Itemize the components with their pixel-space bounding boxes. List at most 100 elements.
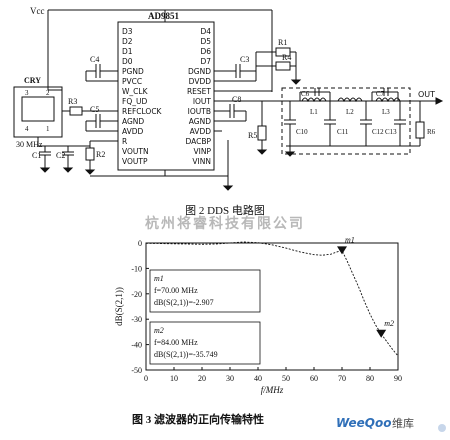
marker-box-1-line-2: f=70.00 MHz <box>154 286 198 295</box>
crystal-oscillator <box>13 86 63 138</box>
x-tick-label: 40 <box>254 374 262 383</box>
vcc-label: Vcc <box>30 6 45 16</box>
fig2-caption: 图 2 DDS 电路图 <box>185 204 265 217</box>
pin-left-0: D3 <box>122 27 133 36</box>
x-tick-label: 30 <box>226 374 234 383</box>
x-tick-label: 10 <box>170 374 178 383</box>
brand-prefix: WeeQoo <box>336 416 391 430</box>
ad9851-chip <box>117 21 215 171</box>
label-c13: C13 <box>385 128 397 136</box>
chip-name: AD9851 <box>148 11 179 21</box>
label-r1: R1 <box>278 38 287 47</box>
output-label: OUT <box>418 90 435 99</box>
pin-left-8: REFCLOCK <box>122 107 163 116</box>
pin-right-2: D6 <box>200 47 211 56</box>
dds-schematic: Vcc AD9851 D3 D2 D1 D0 PGND PVCC W_CLK F… <box>13 6 444 191</box>
marker-box-2 <box>149 321 261 365</box>
pin-right-12: VINP <box>194 147 212 156</box>
pin-left-11: R <box>122 137 127 146</box>
y-tick-label: -30 <box>131 315 142 324</box>
label-c6: C6 <box>301 90 310 98</box>
pin-left-2: D1 <box>122 47 133 56</box>
x-tick-label: 20 <box>198 374 206 383</box>
label-c1: C1 <box>32 151 41 160</box>
plot-frame <box>145 242 399 371</box>
y-tick-label: -50 <box>131 366 142 375</box>
pin-left-4: PGND <box>122 67 144 76</box>
label-c5: C5 <box>90 105 99 114</box>
x-tick-label: 70 <box>338 374 346 383</box>
pin-right-0: D4 <box>200 27 211 36</box>
x-axis-label: f/MHz <box>261 385 284 395</box>
fig3-caption: 图 3 滤波器的正向传输特性 <box>132 412 264 426</box>
marker-m2 <box>376 329 387 338</box>
label-l1: L1 <box>310 108 318 116</box>
pin-right-6: RESET <box>187 87 211 96</box>
crystal-pin-3: 3 <box>25 89 29 97</box>
inductor-l1 <box>301 97 327 103</box>
crystal-name: CRY <box>24 76 41 85</box>
marker-box-1-line-3: dB(S(2,1))=-2.907 <box>154 298 214 307</box>
label-c2: C2 <box>56 151 65 160</box>
pin-left-1: D2 <box>122 37 133 46</box>
pin-right-11: DACBP <box>185 137 211 146</box>
brand-suffix: 维库 <box>392 417 414 430</box>
pin-right-7: IOUT <box>193 97 212 106</box>
inductor-l2 <box>337 97 363 103</box>
y-tick-label: -10 <box>131 264 142 273</box>
marker-label-m1: m1 <box>345 235 355 244</box>
pin-left-7: FQ_UD <box>122 97 147 106</box>
brand-dot-icon <box>438 424 446 432</box>
marker-label-m2: m2 <box>384 319 394 328</box>
pin-left-12: VOUTN <box>122 147 149 156</box>
label-c10: C10 <box>296 128 308 136</box>
pin-right-13: VINN <box>192 157 211 166</box>
pin-right-8: IOUTB <box>188 107 211 116</box>
pin-right-9: AGND <box>189 117 211 126</box>
marker-m1 <box>337 246 347 255</box>
label-r2: R2 <box>96 150 105 159</box>
x-tick-label: 90 <box>394 374 402 383</box>
watermark-text: 杭州将睿科技有限公司 <box>145 215 305 232</box>
series-line-0 <box>145 241 399 357</box>
label-c11: C11 <box>337 128 349 136</box>
label-l2: L2 <box>346 108 354 116</box>
x-tick-label: 60 <box>310 374 318 383</box>
y-tick-label: -20 <box>131 290 142 299</box>
pin-left-13: VOUTP <box>122 157 148 166</box>
label-c12: C12 <box>372 128 384 136</box>
x-tick-label: 80 <box>366 374 374 383</box>
pin-left-3: D0 <box>122 57 133 66</box>
marker-box-1 <box>149 269 261 313</box>
label-c3: C3 <box>240 55 249 64</box>
pin-left-5: PVCC <box>122 77 142 86</box>
label-c8: C8 <box>232 95 241 104</box>
marker-box-2-line-3: dB(S(2,1))=-35.749 <box>154 350 218 359</box>
inductor-l3 <box>375 97 401 103</box>
crystal-pin-1: 1 <box>46 125 50 133</box>
marker-box-1-line-1: m1 <box>154 274 164 283</box>
pin-left-10: AVDD <box>122 127 144 136</box>
pin-right-1: D5 <box>200 37 211 46</box>
label-r6: R6 <box>427 128 436 136</box>
crystal-pin-2: 2 <box>46 89 50 97</box>
label-c7: C7 <box>376 90 385 98</box>
x-tick-label: 0 <box>144 374 148 383</box>
chip-right-pins: D4 D5 D6 D7 DGND DVDD RESET IOUT IOUTB A… <box>185 27 211 166</box>
pin-right-5: DVDD <box>189 77 212 86</box>
lowpass-filter-box <box>281 87 411 155</box>
pin-left-9: AGND <box>122 117 144 126</box>
label-r4: R4 <box>282 53 291 62</box>
y-axis-label: dB(S(2,1)) <box>114 287 124 326</box>
x-tick-label: 50 <box>282 374 290 383</box>
label-l3: L3 <box>382 108 390 116</box>
brand-logo: WeeQoo 维库 <box>336 416 446 432</box>
crystal-frequency: 30 MHz <box>16 140 43 149</box>
label-c4: C4 <box>90 55 99 64</box>
pin-right-3: D7 <box>200 57 211 66</box>
label-r3: R3 <box>68 97 77 106</box>
pin-right-10: AVDD <box>190 127 212 136</box>
marker-box-2-line-2: f=84.00 MHz <box>154 338 198 347</box>
